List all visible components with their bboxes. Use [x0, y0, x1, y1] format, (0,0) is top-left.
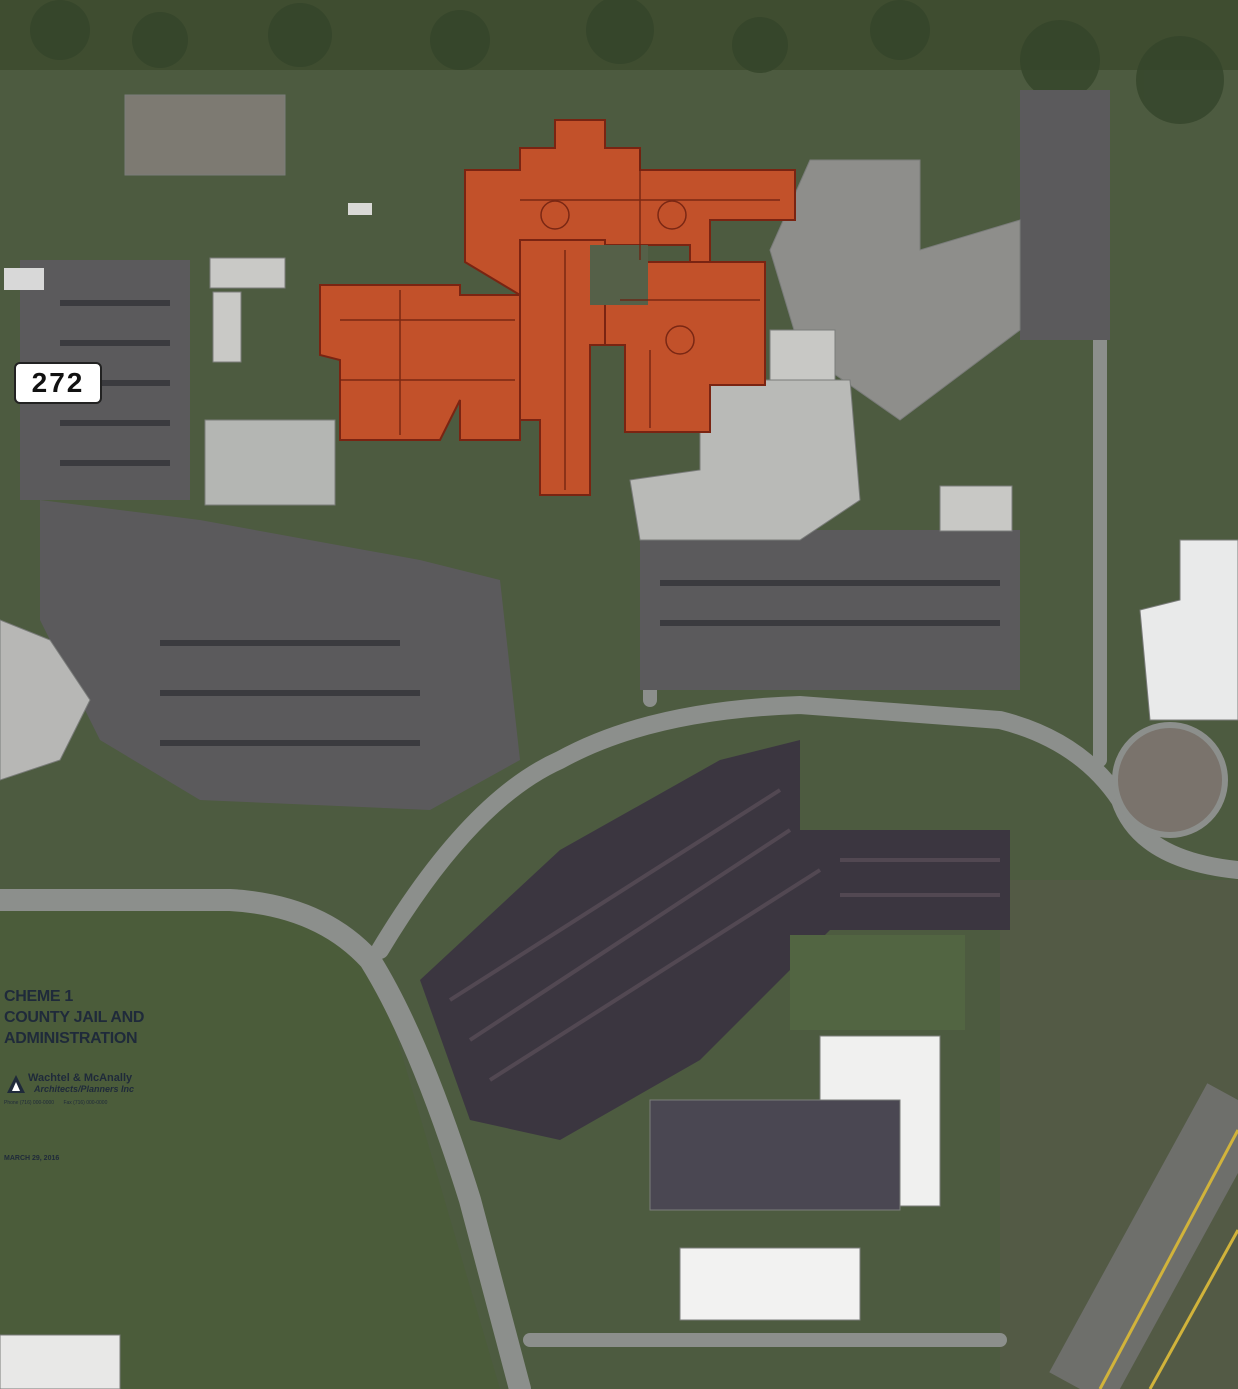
west-lot [40, 500, 520, 810]
tree-canopy [30, 0, 1224, 124]
plan-date: MARCH 29, 2016 [4, 1155, 60, 1162]
highway [1049, 1083, 1238, 1389]
plaza-roundabout [1112, 722, 1228, 838]
building-sw-partial [0, 1334, 121, 1389]
firm-name: Wachtel & McAnally [28, 1072, 133, 1084]
parked-cars [60, 300, 1000, 746]
east-lot [640, 530, 1020, 690]
building-west-garage [204, 419, 336, 506]
footprint-courtyard [590, 245, 648, 305]
building-central-existing [629, 379, 861, 541]
title-line-3: ADMINISTRATION [4, 1030, 138, 1047]
building-south-lower [679, 1247, 861, 1321]
route-272-shield: 272 [14, 362, 102, 404]
proposed-jail-footprint [319, 119, 796, 496]
firm-phone: Phone (716) 000-0000 [4, 1100, 55, 1106]
edge-marker [4, 268, 44, 290]
firm-fax: Fax (716) 000-0000 [63, 1100, 108, 1106]
south-lot-rows [448, 788, 1000, 1082]
building-west-partial [0, 619, 91, 781]
curved-main-road [0, 889, 531, 1389]
south-lawn [790, 935, 965, 1030]
south-parking-lot [420, 740, 1010, 1140]
building-small-east [939, 485, 1013, 532]
title-line-1: CHEME 1 [4, 988, 74, 1005]
title-line-2: COUNTY JAIL AND [4, 1009, 145, 1026]
sign-marker [348, 203, 372, 215]
building-west-strip [212, 291, 242, 363]
building-annex [769, 329, 836, 381]
building-small-shed [209, 257, 286, 289]
firm-subtitle: Architects/Planners Inc [34, 1084, 135, 1094]
building-south-dark [649, 1099, 901, 1211]
lower-left-field [0, 910, 500, 1389]
site-plan-title: CHEME 1 COUNTY JAIL AND ADMINISTRATION [4, 986, 174, 1049]
firm-logo-icon [7, 1075, 25, 1093]
footprint-detail [340, 150, 780, 490]
building-nw-house [124, 94, 286, 176]
footprint-west-block [319, 284, 521, 441]
firm-contact: Phone (716) 000-0000 Fax (716) 000-0000 [4, 1100, 164, 1106]
existing-buildings [0, 94, 1238, 1389]
building-far-east [1139, 539, 1238, 721]
far-east-lot [1020, 90, 1110, 340]
